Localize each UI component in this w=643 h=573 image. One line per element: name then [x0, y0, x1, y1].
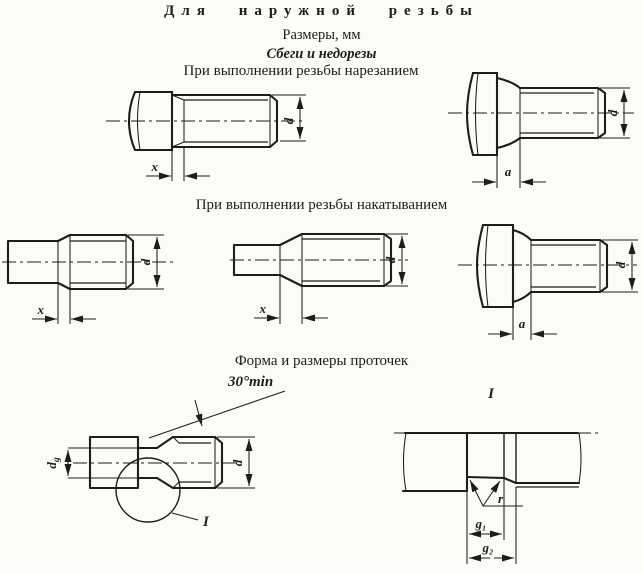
heading-grooves: Форма и размеры проточек [234, 353, 409, 369]
dim-label-radius-r: r [498, 491, 504, 506]
figure-cut-thread-at-head: a d [440, 65, 640, 205]
figure-cut-thread-plain: x d [100, 80, 315, 195]
dim-label-diameter-d: d [281, 117, 296, 124]
heading-thread-cutting: При выполнении резьбы нарезанием [183, 63, 419, 79]
figure-rolled-thread-at-head: a d [450, 215, 640, 360]
heading-thread-rolling: При выполнении резьбы накатыванием [195, 197, 448, 213]
dim-label-diameter-d: d [138, 258, 153, 265]
detail-circle [115, 457, 181, 523]
dim-label-undercut-a: a [505, 164, 512, 179]
figure-rolled-thread-stepped: x d [228, 218, 413, 343]
dim-label-runout-x: x [151, 159, 159, 174]
dim-label-groove-diameter-dg: dg [45, 457, 62, 469]
section-title-runouts: Сбеги и недорезы [266, 46, 377, 62]
dim-label-diameter-d: d [613, 261, 628, 268]
dim-label-g2: g₂ [481, 540, 493, 555]
dim-label-diameter-d: d [605, 109, 620, 116]
dim-label-diameter-d: d [230, 459, 245, 466]
dim-label-undercut-a: a [519, 316, 526, 331]
figure-groove-detail: I r g₁ g₂ [390, 378, 625, 570]
dim-label-g1: g₁ [474, 516, 486, 531]
page-title: Для наружной резьбы [164, 3, 479, 19]
units-subtitle: Размеры, мм [282, 27, 361, 43]
detail-reference-label: I [202, 514, 210, 530]
figure-rolled-thread-plain: x d [0, 220, 180, 345]
detail-view-title: I [487, 386, 495, 402]
dim-label-runout-x: x [259, 301, 267, 316]
dim-label-runout-x: x [37, 302, 45, 317]
figure-groove-form: dg d 30°min I [45, 370, 335, 550]
angle-label-30min: 30°min [227, 374, 273, 390]
dim-label-diameter-d: d [383, 256, 398, 263]
